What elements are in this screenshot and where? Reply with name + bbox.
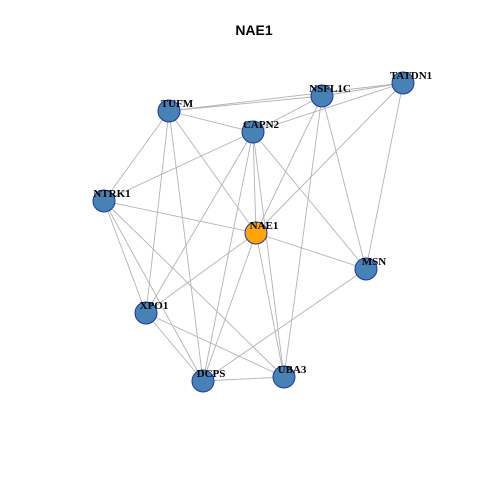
edge-xpo1-dcps <box>145 312 204 382</box>
node-tufm <box>157 99 181 123</box>
node-nae1 <box>244 221 268 245</box>
node-label-ntrk1: NTRK1 <box>93 188 130 200</box>
node-label-nsfl1c: NSFL1C <box>309 83 351 95</box>
edge-ntrk1-uba3 <box>103 200 285 378</box>
node-capn2 <box>241 120 265 144</box>
node-tatdn1 <box>391 71 415 95</box>
edge-capn2-ntrk1 <box>103 131 254 202</box>
node-label-tatdn1: TATDN1 <box>390 70 432 82</box>
edge-nae1-xpo1 <box>145 232 257 314</box>
edge-nsfl1c-msn <box>321 95 367 270</box>
edge-ntrk1-nae1 <box>103 200 257 234</box>
edge-tufm-nsfl1c <box>168 95 323 112</box>
edge-nsfl1c-tatdn1 <box>321 82 404 97</box>
edge-layer <box>103 82 404 382</box>
edge-capn2-uba3 <box>252 131 285 378</box>
edge-tatdn1-nae1 <box>255 82 404 234</box>
edge-capn2-xpo1 <box>145 131 254 314</box>
edge-ntrk1-dcps <box>103 200 204 382</box>
node-label-uba3: UBA3 <box>278 364 307 376</box>
edge-tufm-ntrk1 <box>103 110 170 202</box>
node-label-msn: MSN <box>362 256 387 268</box>
edge-capn2-nae1 <box>252 131 257 234</box>
edge-ntrk1-xpo1 <box>103 200 147 314</box>
edge-nae1-msn <box>255 232 367 270</box>
edge-tatdn1-msn <box>365 82 404 270</box>
edge-tufm-tatdn1 <box>168 82 404 112</box>
node-label-xpo1: XPO1 <box>140 300 169 312</box>
edge-tufm-nae1 <box>168 110 257 234</box>
node-uba3 <box>272 365 296 389</box>
node-nsfl1c <box>310 84 334 108</box>
node-dcps <box>191 369 215 393</box>
edge-msn-dcps <box>202 268 367 382</box>
edge-nae1-dcps <box>202 232 257 382</box>
edge-capn2-dcps <box>202 131 254 382</box>
node-label-dcps: DCPS <box>197 368 226 380</box>
edge-xpo1-uba3 <box>145 312 285 378</box>
node-xpo1 <box>134 301 158 325</box>
edge-nsfl1c-nae1 <box>255 95 323 234</box>
edge-nsfl1c-capn2 <box>252 95 323 133</box>
edge-dcps-uba3 <box>202 376 285 382</box>
node-ntrk1 <box>92 189 116 213</box>
edge-tatdn1-capn2 <box>252 82 404 133</box>
node-msn <box>354 257 378 281</box>
node-label-nae1: NAE1 <box>250 220 279 232</box>
edge-capn2-msn <box>252 131 367 270</box>
node-layer <box>92 71 415 393</box>
edge-tufm-capn2 <box>168 110 254 133</box>
node-label-tufm: TUFM <box>161 98 194 110</box>
node-label-capn2: CAPN2 <box>243 119 280 131</box>
edge-nsfl1c-uba3 <box>283 95 323 378</box>
edge-nae1-uba3 <box>255 232 285 378</box>
diagram-title: NAE1 <box>235 22 273 38</box>
